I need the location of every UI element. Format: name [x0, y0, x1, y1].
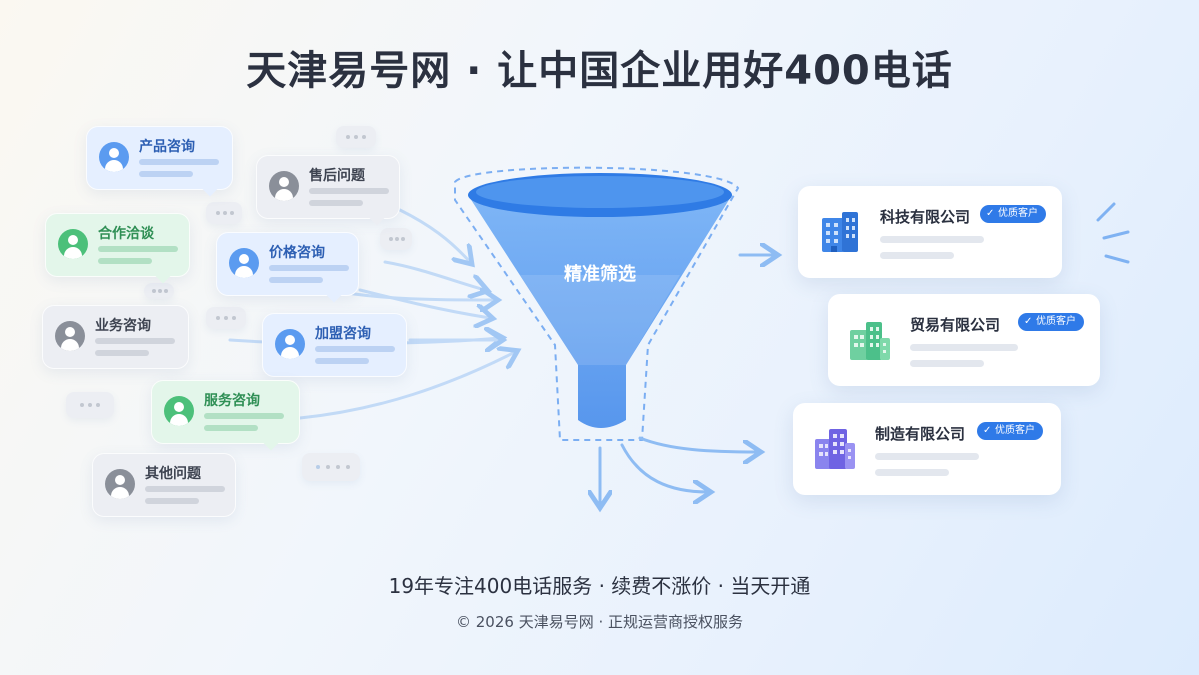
flow-arrow: [398, 208, 470, 262]
funnel-body: [468, 195, 732, 428]
user-avatar-icon: [229, 248, 259, 278]
typing-bubble: [66, 392, 114, 418]
inquiry-label: 服务咨询: [204, 393, 260, 409]
company-name: 科技有限公司: [880, 208, 971, 226]
badge-label: 优质客户: [998, 208, 1038, 219]
building-icon: [850, 322, 890, 360]
building-icon: [815, 429, 855, 469]
inquiry-label: 价格咨询: [269, 245, 325, 261]
flow-arrow: [383, 260, 485, 290]
user-avatar-icon: [58, 229, 88, 259]
funnel-label: 精准筛选: [564, 264, 636, 285]
inquiry-bubble: 产品咨询: [86, 126, 233, 197]
inquiry-bubble: 加盟咨询: [262, 313, 407, 377]
inquiry-bubble: 其他问题: [92, 453, 236, 517]
inquiry-label: 售后问题: [309, 168, 365, 184]
inquiry-label: 合作洽谈: [98, 226, 154, 242]
typing-bubble: [380, 228, 412, 250]
sparkle-stroke: [1102, 230, 1130, 240]
inquiry-bubble: 服务咨询: [151, 380, 300, 451]
inquiry-label: 加盟咨询: [315, 326, 371, 342]
sparkle-stroke: [1104, 254, 1130, 264]
company-card: 科技有限公司 ✓优质客户: [798, 186, 1062, 278]
inquiry-bubble: 业务咨询: [42, 305, 189, 369]
check-icon: ✓: [983, 425, 992, 436]
quality-badge: ✓优质客户: [980, 205, 1046, 223]
inquiry-label: 业务咨询: [95, 318, 151, 334]
company-card: 制造有限公司 ✓优质客户: [793, 403, 1061, 495]
output-arrow: [638, 436, 758, 452]
output-arrow: [620, 443, 708, 492]
typing-bubble: [336, 126, 376, 148]
quality-badge: ✓优质客户: [977, 422, 1043, 440]
user-avatar-icon: [275, 329, 305, 359]
check-icon: ✓: [986, 208, 995, 219]
inquiry-bubble: 售后问题: [256, 155, 400, 226]
building-icon: [822, 212, 858, 252]
user-avatar-icon: [99, 142, 129, 172]
inquiry-label: 其他问题: [145, 466, 201, 482]
sparkle-stroke: [1096, 202, 1116, 222]
typing-bubble: [302, 453, 360, 481]
user-avatar-icon: [164, 396, 194, 426]
quality-badge: ✓优质客户: [1018, 313, 1084, 331]
badge-label: 优质客户: [995, 425, 1035, 436]
inquiry-bubble: 价格咨询: [216, 232, 359, 303]
user-avatar-icon: [55, 321, 85, 351]
page-title: 天津易号网 · 让中国企业用好400电话: [246, 48, 953, 94]
company-name: 贸易有限公司: [910, 316, 1001, 334]
check-icon: ✓: [1024, 316, 1033, 327]
flow-arrow: [358, 288, 490, 318]
typing-bubble: [144, 283, 174, 299]
company-card: 贸易有限公司 ✓优质客户: [828, 294, 1100, 386]
user-avatar-icon: [269, 171, 299, 201]
badge-label: 优质客户: [1036, 316, 1076, 327]
inquiry-label: 产品咨询: [139, 139, 195, 155]
flow-arrow: [298, 352, 515, 420]
inquiry-bubble: 合作洽谈: [45, 213, 190, 284]
user-avatar-icon: [105, 469, 135, 499]
company-name: 制造有限公司: [875, 425, 966, 443]
copyright-footer: © 2026 天津易号网 · 正规运营商授权服务: [455, 613, 744, 631]
tagline: 19年专注400电话服务 · 续费不涨价 · 当天开通: [388, 574, 811, 598]
funnel-dashed-outline: [454, 166, 740, 441]
typing-bubble: [206, 202, 242, 224]
typing-bubble: [206, 307, 246, 329]
